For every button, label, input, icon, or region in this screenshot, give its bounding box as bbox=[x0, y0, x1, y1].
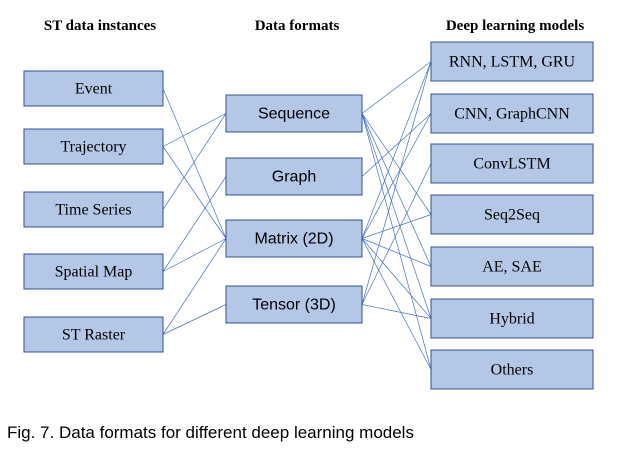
edge-spatial-map-to-graph bbox=[162, 176, 227, 272]
edge-spatial-map-to-matrix-2d bbox=[162, 238, 227, 272]
edge-sequence-to-seq2seq bbox=[361, 113, 432, 215]
model-label: Seq2Seq bbox=[484, 207, 540, 224]
instance-node-trajectory: Trajectory bbox=[23, 128, 164, 165]
instance-box bbox=[23, 253, 164, 290]
edges-layer bbox=[162, 61, 432, 370]
edge-sequence-to-ae-sae bbox=[361, 113, 432, 267]
format-box bbox=[225, 219, 363, 258]
instance-node-time-series: Time Series bbox=[23, 191, 164, 228]
model-box bbox=[430, 93, 594, 134]
edge-sequence-to-rnn-lstm-gru bbox=[361, 61, 432, 114]
edge-matrix-2d-to-hybrid bbox=[361, 238, 432, 319]
model-node-hybrid: Hybrid bbox=[430, 298, 594, 339]
model-box bbox=[430, 298, 594, 339]
model-node-ae-sae: AE, SAE bbox=[430, 246, 594, 287]
header-formats: Data formats bbox=[255, 18, 340, 34]
model-label: Others bbox=[491, 362, 534, 379]
edge-graph-to-cnn-graphcnn bbox=[361, 113, 432, 177]
model-node-convlstm: ConvLSTM bbox=[430, 143, 594, 184]
model-box bbox=[430, 143, 594, 184]
header-instances: ST data instances bbox=[44, 18, 156, 34]
format-label: Tensor (3D) bbox=[252, 297, 336, 314]
edge-time-series-to-sequence bbox=[162, 113, 227, 210]
format-label: Matrix (2D) bbox=[254, 231, 333, 248]
model-box bbox=[430, 194, 594, 235]
instance-label: Time Series bbox=[55, 202, 131, 219]
model-label: RNN, LSTM, GRU bbox=[449, 54, 576, 71]
edge-st-raster-to-matrix-2d bbox=[162, 238, 227, 335]
format-node-matrix-2d: Matrix (2D) bbox=[225, 219, 363, 258]
instance-node-spatial-map: Spatial Map bbox=[23, 253, 164, 290]
edge-st-raster-to-tensor-3d bbox=[162, 304, 227, 335]
format-label: Graph bbox=[272, 169, 316, 186]
edge-tensor-3d-to-rnn-lstm-gru bbox=[361, 61, 432, 305]
model-box bbox=[430, 41, 594, 82]
edge-matrix-2d-to-others bbox=[361, 238, 432, 370]
format-node-sequence: Sequence bbox=[225, 94, 363, 133]
figure-caption: Fig. 7. Data formats for different deep … bbox=[7, 423, 414, 442]
instance-node-event: Event bbox=[23, 70, 164, 107]
model-node-rnn-lstm-gru: RNN, LSTM, GRU bbox=[430, 41, 594, 82]
edge-matrix-2d-to-seq2seq bbox=[361, 214, 432, 239]
edge-sequence-to-hybrid bbox=[361, 113, 432, 319]
model-label: Hybrid bbox=[489, 311, 534, 328]
instance-node-st-raster: ST Raster bbox=[23, 316, 164, 353]
model-label: CNN, GraphCNN bbox=[454, 106, 570, 123]
instance-label: Spatial Map bbox=[55, 264, 133, 281]
format-box bbox=[225, 285, 363, 324]
model-node-others: Others bbox=[430, 349, 594, 390]
instance-box bbox=[23, 191, 164, 228]
model-label: ConvLSTM bbox=[473, 156, 550, 173]
edge-tensor-3d-to-hybrid bbox=[361, 304, 432, 319]
header-models: Deep learning models bbox=[446, 18, 584, 34]
edge-trajectory-to-sequence bbox=[162, 113, 227, 147]
edge-matrix-2d-to-cnn-graphcnn bbox=[361, 113, 432, 239]
edge-matrix-2d-to-rnn-lstm-gru bbox=[361, 61, 432, 239]
instance-label: ST Raster bbox=[62, 327, 126, 344]
model-box bbox=[430, 246, 594, 287]
instance-box bbox=[23, 128, 164, 165]
instance-box bbox=[23, 316, 164, 353]
edge-event-to-matrix-2d bbox=[162, 88, 227, 239]
model-node-seq2seq: Seq2Seq bbox=[430, 194, 594, 235]
model-node-cnn-graphcnn: CNN, GraphCNN bbox=[430, 93, 594, 134]
edge-trajectory-to-matrix-2d bbox=[162, 146, 227, 239]
instance-box bbox=[23, 70, 164, 107]
format-label: Sequence bbox=[258, 106, 330, 123]
instance-label: Trajectory bbox=[60, 139, 126, 156]
format-box bbox=[225, 94, 363, 133]
edge-matrix-2d-to-ae-sae bbox=[361, 238, 432, 267]
model-label: AE, SAE bbox=[482, 259, 542, 276]
instance-label: Event bbox=[75, 81, 113, 98]
format-node-tensor-3d: Tensor (3D) bbox=[225, 285, 363, 324]
format-box bbox=[225, 157, 363, 196]
edge-tensor-3d-to-convlstm bbox=[361, 163, 432, 305]
format-node-graph: Graph bbox=[225, 157, 363, 196]
edge-sequence-to-others bbox=[361, 113, 432, 370]
model-box bbox=[430, 349, 594, 390]
